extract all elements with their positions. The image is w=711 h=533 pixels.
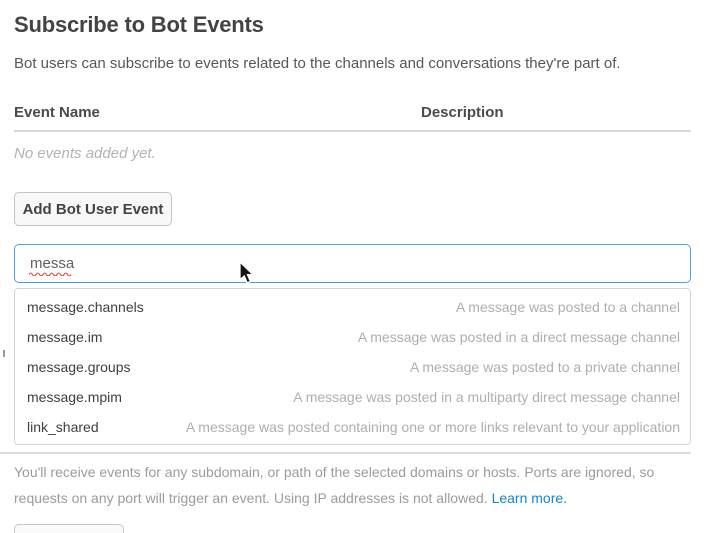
suggestion-description: A message was posted to a channel: [455, 299, 680, 315]
empty-state-message: No events added yet.: [14, 145, 156, 162]
domains-note: You'll receive events for any subdomain,…: [14, 459, 686, 511]
suggestion-description: A message was posted to a private channe…: [409, 359, 680, 375]
suggestion-description: A message was posted in a direct message…: [357, 329, 680, 345]
section-divider: [0, 452, 691, 454]
suggestion-name: message.groups: [27, 359, 131, 375]
suggestion-description: A message was posted in a multiparty dir…: [293, 389, 680, 405]
suggestion-name: message.mpim: [27, 389, 122, 405]
add-bot-user-event-button[interactable]: Add Bot User Event: [14, 192, 172, 226]
spellcheck-squiggle-underline: [29, 272, 72, 276]
suggestion-item-link-shared[interactable]: link_shared A message was posted contain…: [15, 412, 690, 442]
event-suggestions-dropdown: message.channels A message was posted to…: [14, 288, 691, 445]
table-header-divider: [14, 130, 691, 132]
domains-note-text: You'll receive events for any subdomain,…: [14, 464, 655, 506]
partial-button-cut-off[interactable]: [14, 524, 124, 533]
suggestion-name: message.channels: [27, 299, 144, 315]
column-header-event-name: Event Name: [14, 104, 100, 121]
page-subtitle: Bot users can subscribe to events relate…: [14, 55, 621, 72]
suggestion-name: message.im: [27, 329, 103, 345]
column-header-description: Description: [421, 104, 504, 121]
suggestion-name: link_shared: [27, 419, 99, 435]
suggestion-item-message-im[interactable]: message.im A message was posted in a dir…: [15, 322, 690, 352]
background-text-fragment: [3, 350, 5, 357]
learn-more-link[interactable]: Learn more.: [491, 490, 568, 506]
bot-event-search-input[interactable]: [14, 244, 691, 283]
page-title: Subscribe to Bot Events: [14, 12, 264, 37]
suggestion-item-message-mpim[interactable]: message.mpim A message was posted in a m…: [15, 382, 690, 412]
suggestion-item-message-channels[interactable]: message.channels A message was posted to…: [15, 292, 690, 322]
suggestion-description: A message was posted containing one or m…: [185, 419, 680, 435]
suggestion-item-message-groups[interactable]: message.groups A message was posted to a…: [15, 352, 690, 382]
